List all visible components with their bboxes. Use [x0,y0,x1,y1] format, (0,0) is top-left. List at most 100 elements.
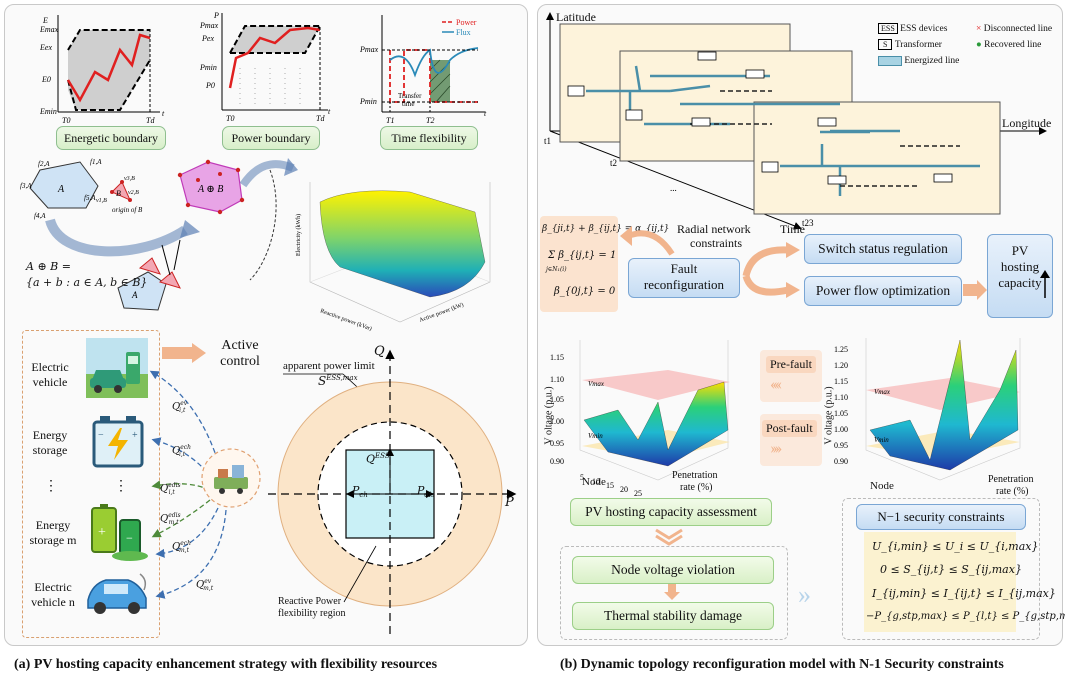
svg-text:Td: Td [146,116,155,125]
resource-label-es-m: Energy storage m [29,518,77,547]
right-chevron-icon: » [798,580,811,609]
svg-text:1.05: 1.05 [550,395,564,404]
radial-eq2: Σ β_{ij,t} = 1 [548,250,617,261]
svg-text:Vmax: Vmax [588,380,605,388]
violation-down-arrow [664,584,680,600]
svg-text:1.05: 1.05 [834,409,848,418]
svg-text:1.10: 1.10 [550,375,564,384]
fault-reconfiguration-box: Fault reconfiguration [628,258,740,298]
svg-text:Pmax: Pmax [360,45,379,54]
recovered-line-icon: ● [976,40,982,50]
battery-cells-icon: + − [91,504,148,561]
radial-equations-box [540,216,618,312]
pv-hosting-label-3: capacity [998,275,1042,290]
svg-text:1.10: 1.10 [834,393,848,402]
q-ess-label: QESS [366,452,390,466]
axis-p-label: P [505,495,514,510]
svg-text:t: t [162,109,165,118]
svg-text:Eex: Eex [40,43,52,52]
caption-right: (b) Dynamic topology reconfiguration mod… [560,657,1004,672]
svg-text:1.00: 1.00 [834,425,848,434]
svg-text:f2,A: f2,A [38,160,50,168]
thermal-stability-damage-box: Thermal stability damage [572,602,774,630]
voltage-right-rate-1: Penetration [988,474,1034,485]
s-ess-max-label: SESS,max [318,374,358,388]
resource-label-ev-n: Electric vehicle n [31,580,75,609]
voltage-right-rate-2: rate (%) [996,486,1029,497]
svg-text:A ⊕ B: A ⊕ B [197,184,223,195]
n1-eq2: 0 ≤ S_{ij,t} ≤ S_{ij,max} [880,563,1022,576]
radial-eq2-sub: j∈N₁(i) [546,266,567,273]
svg-text:20: 20 [620,485,628,494]
caption-left: (a) PV hosting capacity enhancement stra… [14,657,438,672]
time-flexibility-label: Time flexibility [380,126,478,150]
n1-title: N−1 security constraints [856,504,1026,530]
ev-charging-icon [86,338,148,398]
svg-text:v3,B: v3,B [124,176,135,182]
svg-text:t1: t1 [544,136,551,146]
svg-text:0.90: 0.90 [834,457,848,466]
energized-line-swatch [878,56,902,66]
svg-text:0.95: 0.95 [550,439,564,448]
latitude-label: Latitude [556,10,596,24]
svg-text:25: 25 [634,489,642,498]
topology-legend: ESS ESS devices × Disconnected line S Tr… [872,22,1058,70]
post-fault-label: Post-fault [762,420,817,437]
flow-q-edis-mt: Qedism,t [160,512,181,527]
svg-text:Electricity (kWh): Electricity (kWh) [295,214,302,256]
svg-text:+: + [98,525,106,540]
violation-dashed-box [560,546,788,640]
post-fault-arrows-icon: ›››› [770,440,782,457]
pre-fault-arrows-icon: ‹‹‹‹ [770,376,782,393]
reactive-region-label-2: flexibility region [278,608,346,619]
legend-power: Power [456,18,477,27]
radial-eq1: β_{ji,t} + β_{ij,t} = α_{ij,t} [542,224,670,234]
disconnected-line-icon: × [976,24,982,34]
n1-eq1: U_{i,min} ≤ U_i ≤ U_{i,max} [872,540,1039,553]
ess-legend-box: ESS [878,23,898,34]
power-flow-optimization-box: Power flow optimization [804,276,962,306]
flow-q-ev-it: Qevi,t [172,400,188,415]
svg-text:1.20: 1.20 [834,361,848,370]
aggregator-icon [201,448,261,508]
radial-label-2: constraints [690,236,742,250]
svg-text:−: − [126,531,133,545]
svg-text:1.00: 1.00 [550,417,564,426]
svg-text:T1: T1 [386,116,394,125]
flow-arrows [149,370,227,599]
power-boundary-label: Power boundary [222,126,320,150]
apparent-power-limit-label: apparent power limit [283,360,375,372]
longitude-label: Longitude [1002,116,1052,130]
svg-text:Vmin: Vmin [874,436,889,444]
energetic-boundary-label: Energetic boundary [56,126,166,150]
pv-up-arrow-icon [1040,270,1050,298]
radial-eq3: β_{0j,t} = 0 [554,286,616,297]
electric-car-icon [87,573,147,614]
svg-text:Pmax: Pmax [200,21,219,30]
svg-text:Reactive power (kVar): Reactive power (kVar) [319,307,372,332]
node-voltage-violation-box: Node voltage violation [572,556,774,584]
svg-text:1.15: 1.15 [550,353,564,362]
reconfig-split-arrow [742,242,800,298]
resource-label-es: Energy storage [32,428,68,457]
svg-text:1.15: 1.15 [834,377,848,386]
flow-q-ech-it: Qechi,t [172,444,191,459]
svg-text:B: B [116,189,121,198]
svg-text:E0: E0 [41,75,51,84]
svg-text:Vmax: Vmax [874,388,891,396]
svg-text:A: A [131,290,138,300]
ess-legend-label: ESS devices [900,24,948,34]
flow-q-edis-it: Qedisi,t [160,482,181,497]
reactive-region-label-1: Reactive Power [278,596,342,607]
voltage-plot-post-fault: 1.25 1.20 1.15 1.10 1.05 1.00 0.95 0.90 Vmax Vm… [834,338,1021,481]
battery-icon: −+ [92,416,144,468]
svg-text:t: t [484,109,487,118]
svg-text:A: A [57,184,65,195]
svg-text:0.95: 0.95 [834,441,848,450]
svg-text:1.25: 1.25 [834,345,848,354]
p-dis-label: Pdis [417,484,435,500]
pv-hosting-label-2: hosting [1000,259,1040,274]
voltage-right-ylabel: V oltage (p.u.) [823,386,835,445]
p-ch-label: Pch [352,484,368,500]
